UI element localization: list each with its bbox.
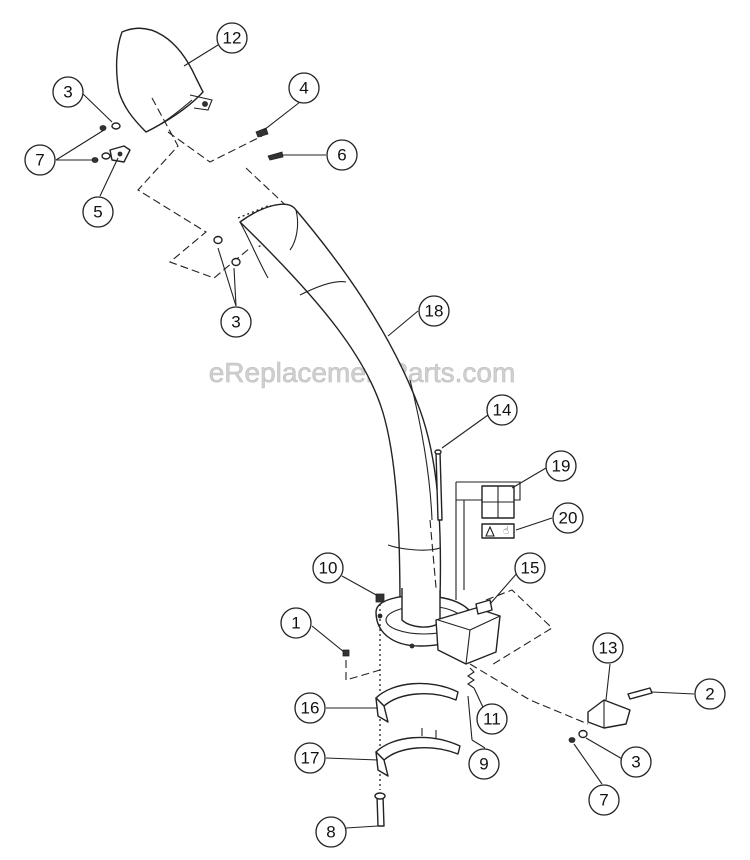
svg-text:3: 3 xyxy=(631,753,640,772)
crank-support-bracket xyxy=(568,687,653,743)
svg-text:7: 7 xyxy=(599,791,608,810)
callout-14[interactable]: 14 xyxy=(486,394,518,426)
svg-text:5: 5 xyxy=(93,203,102,222)
svg-text:3: 3 xyxy=(231,313,240,332)
callout-20[interactable]: 20 xyxy=(552,502,584,534)
svg-text:18: 18 xyxy=(425,302,444,321)
callout-3[interactable]: 3 xyxy=(52,76,84,108)
warning-triangle-icon xyxy=(485,525,495,537)
callout-15[interactable]: 15 xyxy=(514,552,546,584)
callout-6[interactable]: 6 xyxy=(326,139,358,171)
svg-text:12: 12 xyxy=(223,29,242,48)
svg-text:1: 1 xyxy=(291,614,300,633)
svg-text:17: 17 xyxy=(301,749,320,768)
svg-text:8: 8 xyxy=(326,823,335,842)
svg-text:19: 19 xyxy=(552,457,571,476)
svg-text:13: 13 xyxy=(599,639,618,658)
svg-text:20: 20 xyxy=(559,509,578,528)
callout-7[interactable]: 7 xyxy=(588,784,620,816)
callout-11[interactable]: 11 xyxy=(476,703,508,735)
callout-2[interactable]: 2 xyxy=(694,678,726,710)
callout-19[interactable]: 19 xyxy=(545,450,577,482)
spring-and-pin xyxy=(467,667,475,741)
callout-5[interactable]: 5 xyxy=(82,196,114,228)
discharge-chute xyxy=(239,203,442,611)
svg-text:4: 4 xyxy=(299,79,308,98)
callout-4[interactable]: 4 xyxy=(288,72,320,104)
hardware-upper-left xyxy=(91,122,284,267)
callout-1[interactable]: 1 xyxy=(280,607,312,639)
bolt-left xyxy=(342,649,381,681)
callout-12[interactable]: 12 xyxy=(216,22,248,54)
callout-7[interactable]: 7 xyxy=(24,144,56,176)
svg-text:10: 10 xyxy=(319,559,338,578)
ring-half-lower xyxy=(375,728,461,777)
callout-3[interactable]: 3 xyxy=(220,306,252,338)
svg-text:9: 9 xyxy=(479,755,488,774)
callout-10[interactable]: 10 xyxy=(312,552,344,584)
pin xyxy=(434,449,443,521)
svg-text:11: 11 xyxy=(483,710,501,729)
ring-half-upper xyxy=(375,682,459,723)
svg-text:14: 14 xyxy=(493,401,512,420)
svg-text:15: 15 xyxy=(521,559,540,578)
hand-icon: ☝ xyxy=(503,526,509,537)
callout-17[interactable]: 17 xyxy=(294,742,326,774)
chute-deflector xyxy=(115,27,213,133)
decal-sheet: ☝ xyxy=(455,481,521,600)
callout-13[interactable]: 13 xyxy=(592,632,624,664)
callout-18[interactable]: 18 xyxy=(418,295,450,327)
callout-8[interactable]: 8 xyxy=(315,816,347,848)
callout-9[interactable]: 9 xyxy=(468,748,500,780)
leader-lines xyxy=(55,44,695,829)
svg-text:3: 3 xyxy=(63,83,72,102)
callout-3[interactable]: 3 xyxy=(620,746,652,778)
bolt-bottom xyxy=(374,792,386,827)
callout-16[interactable]: 16 xyxy=(294,692,326,724)
svg-text:7: 7 xyxy=(35,151,44,170)
callouts: 12 3 7 5 4 6 3 18 14 19 20 10 15 1 13 2 … xyxy=(24,22,726,848)
svg-text:2: 2 xyxy=(705,685,714,704)
crank-bracket xyxy=(435,589,589,725)
svg-text:16: 16 xyxy=(301,699,320,718)
svg-text:6: 6 xyxy=(337,146,346,165)
